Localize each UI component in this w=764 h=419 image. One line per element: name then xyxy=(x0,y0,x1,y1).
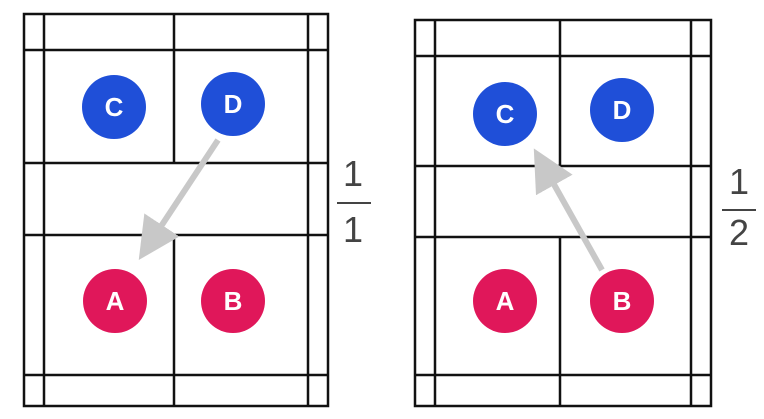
score-numerator: 1 xyxy=(729,161,749,202)
player-a: A xyxy=(83,269,147,333)
player-c-label: C xyxy=(105,92,124,122)
court-outline xyxy=(413,18,713,408)
player-a-label: A xyxy=(106,286,125,316)
player-c: C xyxy=(82,75,146,139)
player-b: B xyxy=(201,269,265,333)
score-denominator: 2 xyxy=(729,212,749,253)
court-outline xyxy=(22,12,330,408)
player-d: D xyxy=(590,78,654,142)
score-right: 1 2 xyxy=(722,161,756,253)
court-left: C D A B xyxy=(22,12,330,408)
player-d: D xyxy=(201,72,265,136)
player-b: B xyxy=(590,269,654,333)
score-denominator: 1 xyxy=(343,209,363,250)
serve-arrow-b-to-c xyxy=(533,148,605,272)
score-left: 1 1 xyxy=(337,153,371,250)
player-b-label: B xyxy=(224,286,243,316)
player-c-label: C xyxy=(496,99,515,129)
player-c: C xyxy=(473,82,537,146)
score-numerator: 1 xyxy=(343,153,363,194)
player-a-label: A xyxy=(496,286,515,316)
player-a: A xyxy=(473,269,537,333)
player-b-label: B xyxy=(613,286,632,316)
court-right: C D A B xyxy=(413,18,713,408)
player-d-label: D xyxy=(224,89,243,119)
player-d-label: D xyxy=(613,95,632,125)
serve-arrow-d-to-a xyxy=(138,138,221,261)
